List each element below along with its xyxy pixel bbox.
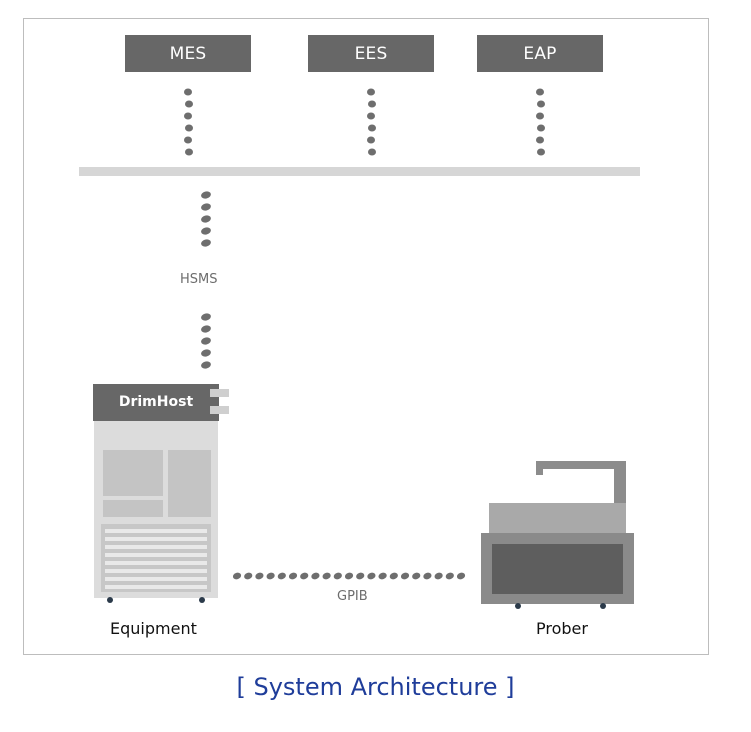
ees-label: EES: [354, 43, 388, 64]
connector-dot: [201, 313, 211, 321]
connector-dot: [288, 572, 298, 580]
connector-dot: [185, 148, 193, 156]
connector-dot: [378, 572, 387, 580]
connector-dot: [255, 572, 264, 580]
connector-dot: [400, 572, 410, 580]
connector-dot: [412, 572, 421, 580]
connector-dot: [184, 88, 192, 96]
connector-dot: [356, 572, 365, 580]
connector-dot: [536, 112, 544, 120]
connector-dot: [300, 572, 309, 580]
hsms-label: HSMS: [180, 272, 218, 287]
prober-icon: [481, 461, 634, 609]
connector-dot: [201, 361, 211, 369]
connector-dot: [184, 136, 192, 144]
connector-dot: [311, 572, 320, 580]
connector-dot: [367, 88, 375, 96]
connector-dot: [201, 191, 211, 199]
gpib-label: GPIB: [337, 589, 368, 604]
eap-label: EAP: [523, 43, 557, 64]
drimhost-label: DrimHost: [118, 394, 194, 410]
connector-dot: [201, 227, 211, 235]
connector-dot: [434, 572, 443, 580]
ees-box: EES: [308, 35, 434, 72]
connector-dot: [184, 112, 192, 120]
connector-dot: [389, 572, 398, 580]
connector-dot: [367, 112, 375, 120]
connector-dot: [201, 239, 211, 247]
connector-dot: [537, 124, 545, 132]
mes-label: MES: [169, 43, 207, 64]
figure-title: [ System Architecture ]: [236, 673, 515, 701]
eap-box: EAP: [477, 35, 603, 72]
connector-dot: [333, 572, 342, 580]
connector-dot: [368, 100, 376, 108]
connector-dot: [201, 349, 211, 357]
connector-dot: [367, 136, 375, 144]
connector-dot: [185, 100, 193, 108]
connector-dot: [244, 572, 253, 580]
equipment-icon: [93, 384, 229, 603]
prober-caption: Prober: [536, 619, 588, 638]
connector-dot: [201, 325, 211, 333]
connector-dot: [368, 148, 376, 156]
connector-dot: [277, 572, 286, 580]
mes-box: MES: [125, 35, 251, 72]
connector-dot: [201, 337, 211, 345]
connector-dot: [232, 572, 242, 580]
system-connector-dots: [184, 88, 545, 156]
connector-dot: [456, 572, 466, 580]
connector-dot: [537, 148, 545, 156]
hsms-connector-dots: [201, 191, 211, 369]
connector-dot: [536, 136, 544, 144]
connector-dot: [445, 572, 454, 580]
connector-dot: [266, 572, 275, 580]
connector-dot: [536, 88, 544, 96]
connector-dot: [201, 215, 211, 223]
equipment-caption: Equipment: [110, 619, 197, 638]
connector-dot: [368, 124, 376, 132]
connector-dot: [322, 572, 331, 580]
connector-dot: [185, 124, 193, 132]
connector-dot: [537, 100, 545, 108]
connector-dot: [201, 203, 211, 211]
connector-dot: [344, 572, 354, 580]
network-bus: [79, 167, 640, 176]
connector-dot: [423, 572, 432, 580]
diagram-frame: [23, 18, 709, 655]
connector-dot: [367, 572, 376, 580]
gpib-connector-dots: [232, 572, 466, 580]
